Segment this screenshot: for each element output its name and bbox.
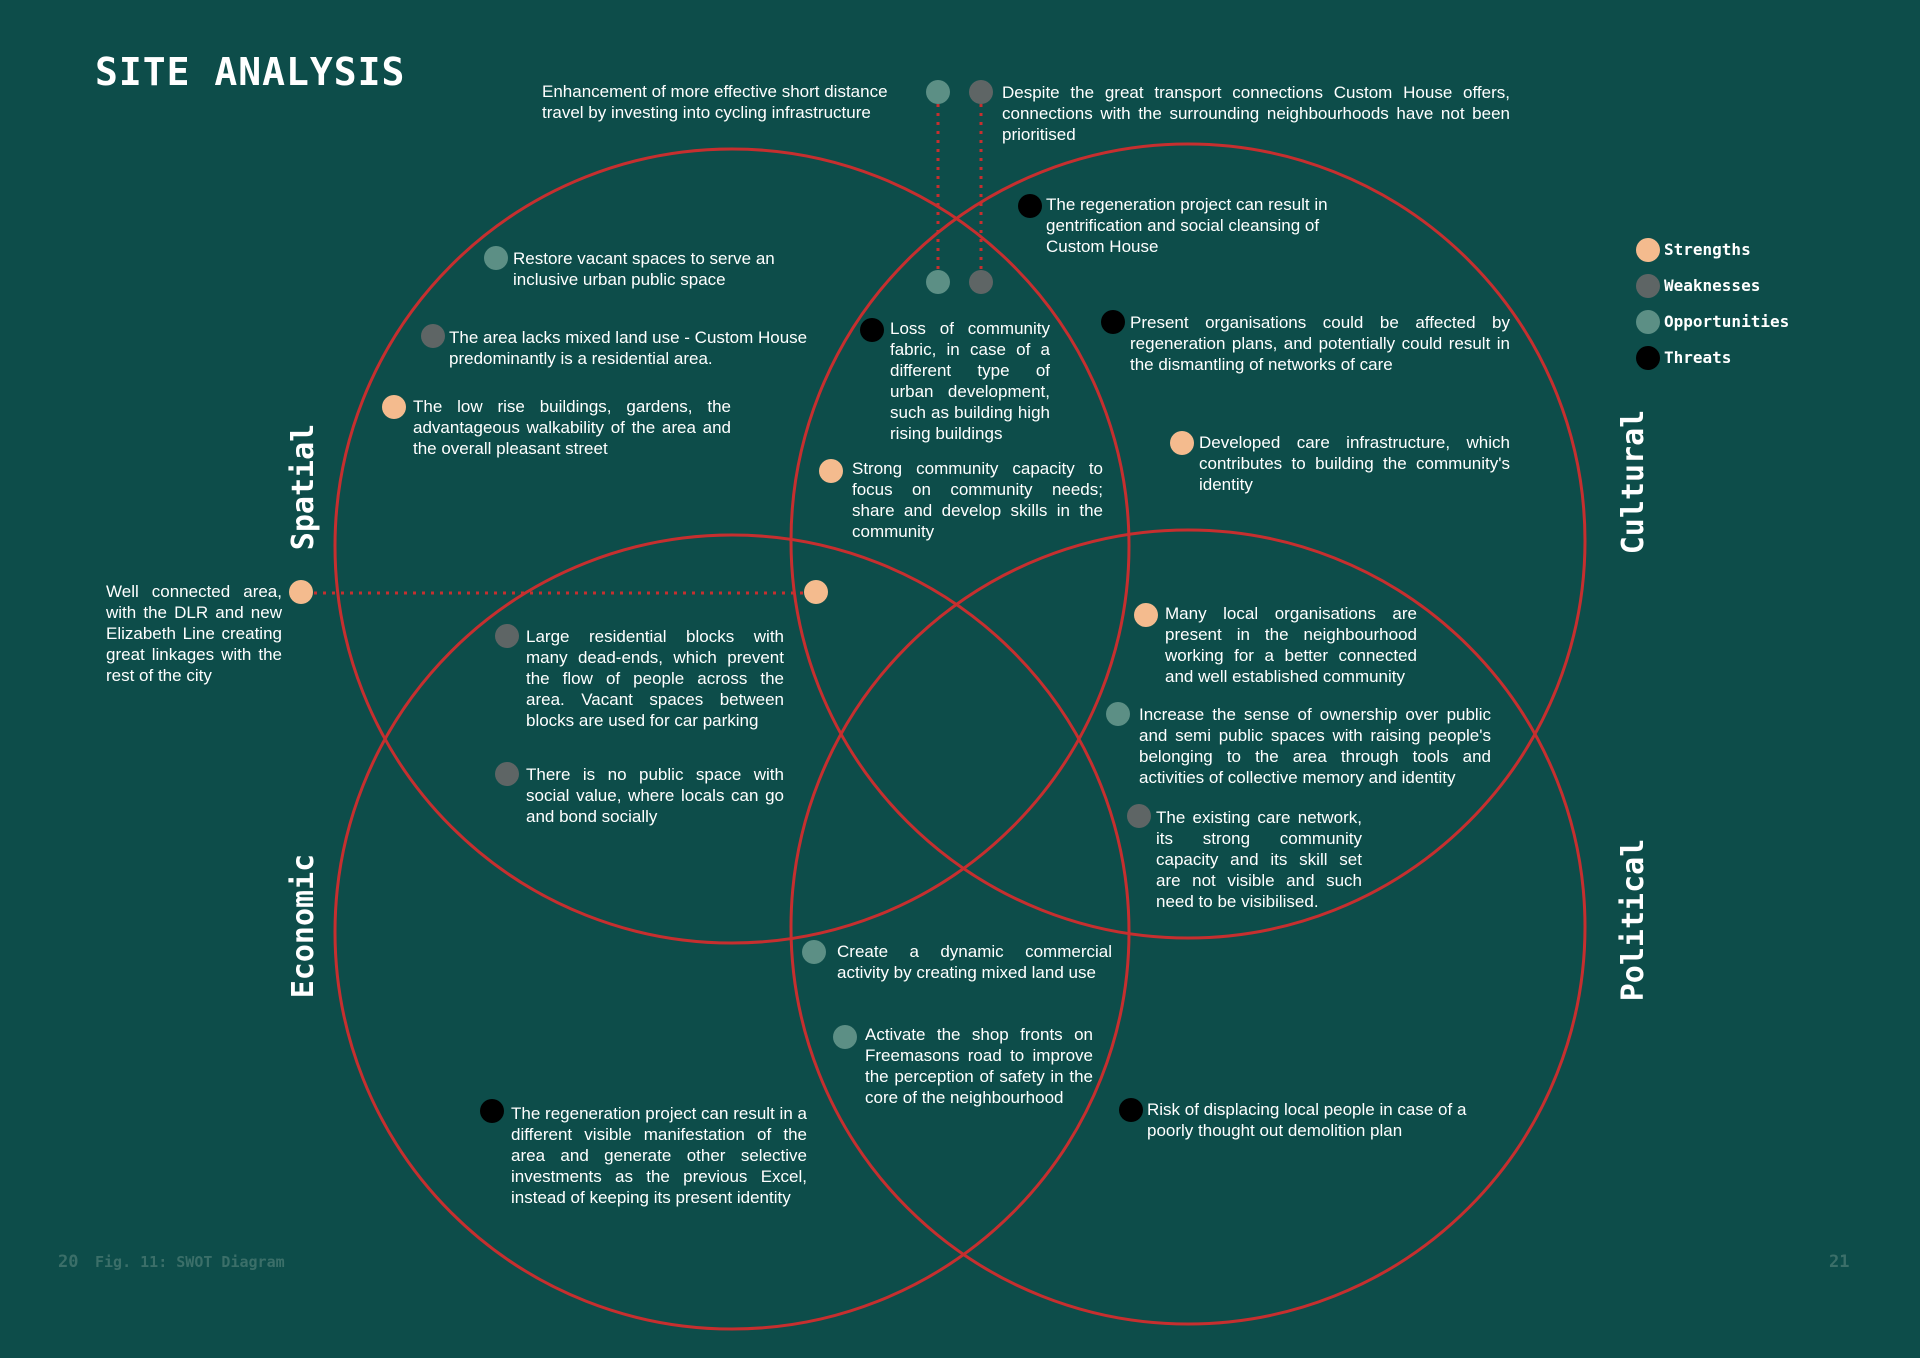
weakness-dot-icon <box>495 762 519 786</box>
opportunity-dot-icon <box>926 80 950 104</box>
threat-dot-icon <box>1101 310 1125 334</box>
threat-dot-icon <box>860 318 884 342</box>
strength-dot-icon <box>382 395 406 419</box>
strength-dot-icon <box>1636 238 1660 262</box>
cultural-circle <box>789 142 1587 940</box>
strength-dot-icon <box>819 459 843 483</box>
opportunity-dot-icon <box>484 246 508 270</box>
economic-circle <box>333 533 1131 1331</box>
note-restore-vacant: Restore vacant spaces to serve an inclus… <box>513 249 775 289</box>
note-local-orgs: Many local organisations are present in … <box>1165 604 1417 686</box>
weakness-dot-icon <box>969 80 993 104</box>
note-care-network: The existing care network, its strong co… <box>1156 808 1362 911</box>
strength-dot-icon <box>1170 431 1194 455</box>
spatial-circle <box>333 147 1131 945</box>
legend-label: Strengths <box>1664 240 1751 259</box>
note-mixed-land-use: The area lacks mixed land use - Custom H… <box>449 328 808 368</box>
axis-label-economic: Economic <box>286 853 321 999</box>
weakness-dot-icon <box>1636 274 1660 298</box>
strength-dot-icon <box>289 580 313 604</box>
note-ownership: Increase the sense of ownership over pub… <box>1139 705 1491 787</box>
note-cycling: Enhancement of more effective short dist… <box>542 82 888 122</box>
political-circle <box>789 528 1587 1326</box>
weakness-dot-icon <box>1127 804 1151 828</box>
note-developed-care: Developed care infrastructure, which con… <box>1199 433 1510 494</box>
note-organisations-affected: Present organisations could be affected … <box>1130 313 1510 374</box>
opportunity-dot-icon <box>1106 702 1130 726</box>
note-well-connected: Well connected area, with the DLR and ne… <box>106 582 282 685</box>
note-low-rise: The low rise buildings, gardens, the adv… <box>413 397 731 458</box>
opportunity-dot-icon <box>802 940 826 964</box>
legend-label: Opportunities <box>1664 312 1790 331</box>
axis-label-political: Political <box>1616 838 1651 1002</box>
page-number-left: 20 <box>58 1252 79 1272</box>
opportunity-dot-icon <box>1636 310 1660 334</box>
axis-label-cultural: Cultural <box>1616 409 1651 555</box>
threat-dot-icon <box>480 1099 504 1123</box>
page-number-right: 21 <box>1829 1252 1850 1272</box>
threat-dot-icon <box>1636 346 1660 370</box>
note-loss-fabric: Loss of community fabric, in case of a d… <box>890 319 1050 443</box>
opportunity-dot-icon <box>926 270 950 294</box>
note-gentrification: The regeneration project can result in g… <box>1046 195 1328 256</box>
figure-caption: Fig. 11: SWOT Diagram <box>95 1253 285 1271</box>
note-displacing: Risk of displacing local people in case … <box>1147 1100 1467 1140</box>
page-title: SITE ANALYSIS <box>95 50 406 94</box>
note-transport: Despite the great transport connections … <box>1002 83 1510 144</box>
strength-dot-icon <box>1134 603 1158 627</box>
threat-dot-icon <box>1018 194 1042 218</box>
strength-dot-icon <box>804 580 828 604</box>
weakness-dot-icon <box>495 624 519 648</box>
note-visible-manifestation: The regeneration project can result in a… <box>511 1104 807 1207</box>
note-community-capacity: Strong community capacity to focus on co… <box>852 459 1103 541</box>
legend-label: Threats <box>1664 348 1732 367</box>
threat-dot-icon <box>1119 1098 1143 1122</box>
note-commercial: Create a dynamic commercial activity by … <box>837 942 1112 982</box>
weakness-dot-icon <box>969 270 993 294</box>
opportunity-dot-icon <box>833 1025 857 1049</box>
legend-label: Weaknesses <box>1664 276 1761 295</box>
weakness-dot-icon <box>421 324 445 348</box>
note-no-public-space: There is no public space with social val… <box>526 765 784 826</box>
note-shop-fronts: Activate the shop fronts on Freemasons r… <box>865 1025 1093 1107</box>
note-large-blocks: Large residential blocks with many dead-… <box>526 627 784 730</box>
